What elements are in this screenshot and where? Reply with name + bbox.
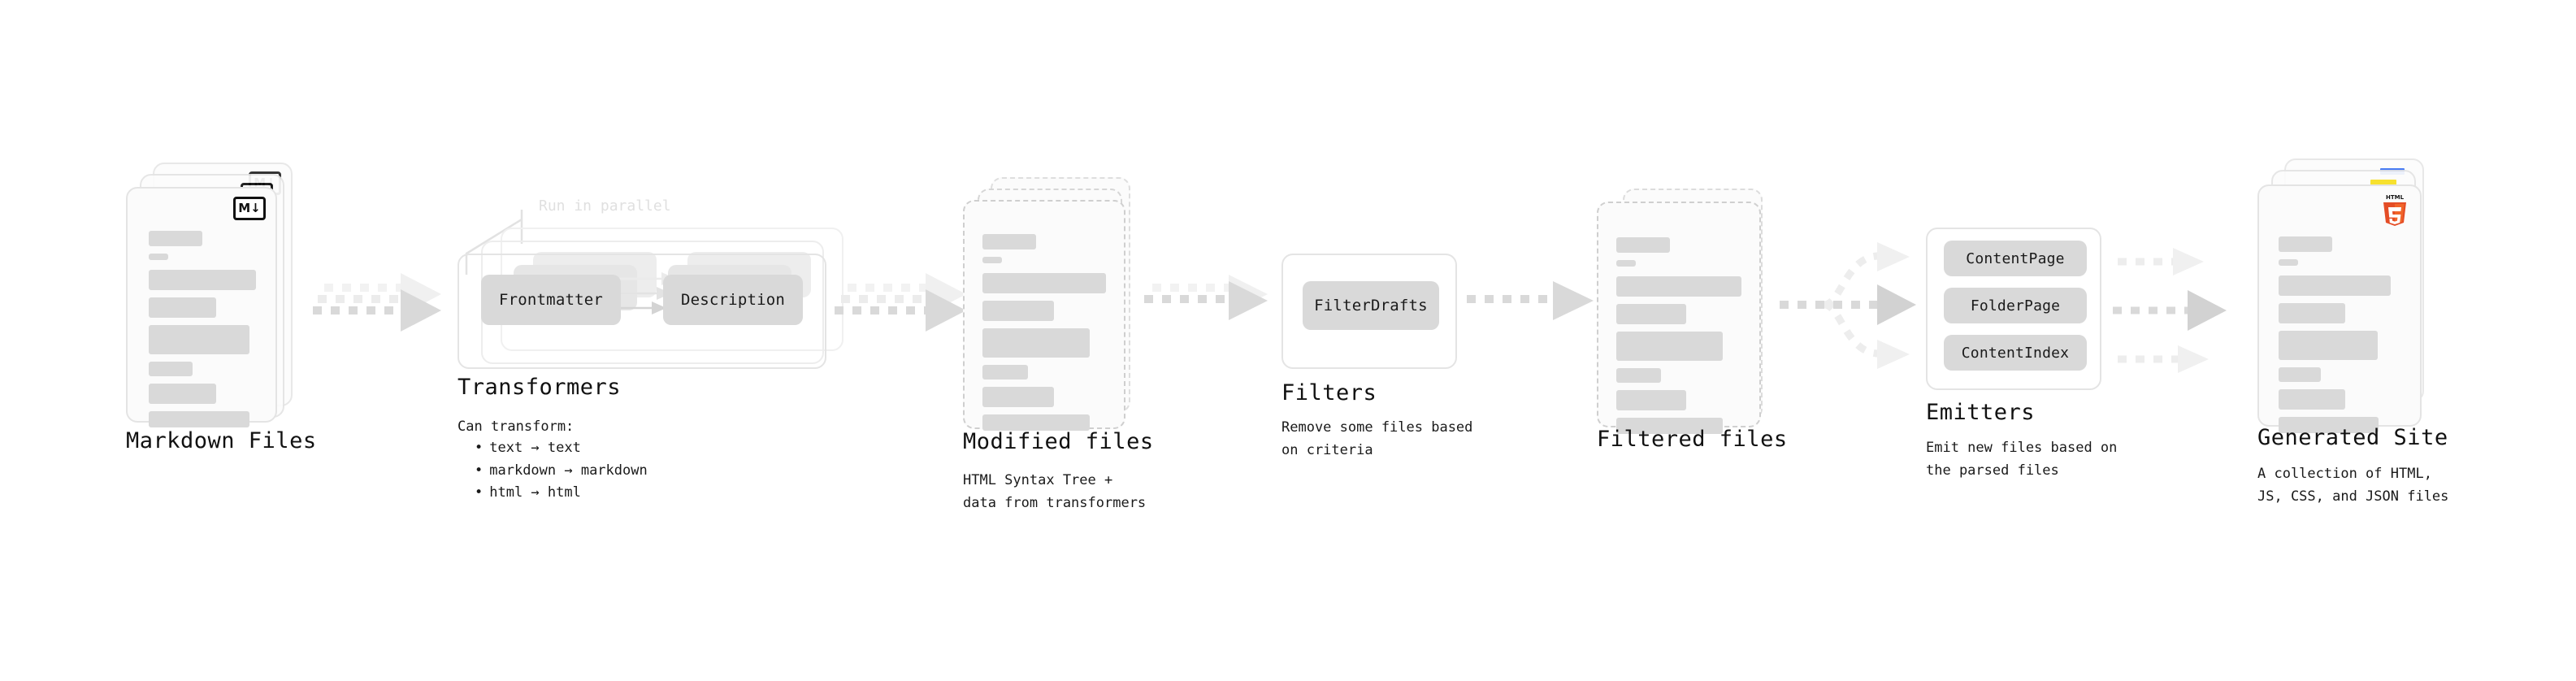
sheet-line [2279,275,2392,296]
sheet-line [149,270,256,290]
filtered-files-title: Filtered files [1597,427,1788,452]
sheet-line [2279,389,2346,410]
transformers-desc-heading: Can transform: [458,419,575,435]
sheet-line [2279,367,2321,382]
sheet-line [2279,417,2379,433]
transform-item: markdown → markdown [475,460,647,483]
sheet-line [149,325,250,354]
sheet-line [2279,236,2332,252]
generated-sheet-front: HTML [2257,184,2422,433]
transform-item: html → html [475,482,648,505]
sheet-line [1616,276,1741,297]
arrow-markdown-to-transformers [313,273,441,332]
sheet-line [2279,303,2346,323]
emitter-chip-contentpage[interactable]: ContentPage [1944,241,2087,276]
markdown-sheet-front: M↓ [126,187,277,427]
generated-site-title: Generated Site [2257,425,2448,450]
filters-title: Filters [1281,380,1377,406]
svg-text:HTML: HTML [2386,194,2405,201]
run-in-parallel-label: Run in parallel [539,197,671,215]
sheet-line [1616,418,1723,434]
sheet-line [1616,237,1670,253]
html5-icon: HTML [2381,193,2409,227]
filtered-files-stack [1597,189,1772,434]
sheet-line [1616,390,1687,410]
sheet-line [982,301,1055,321]
arrow-transformers-to-modified [835,273,966,332]
markdown-files-stack: M↓ M↓ M↓ [126,163,297,427]
transformers-desc-list: text → text markdown → markdown html → h… [463,437,648,505]
sheet-line [982,257,1002,263]
sheet-line [982,273,1106,293]
emitter-chip-contentindex[interactable]: ContentIndex [1944,335,2087,371]
emitters-title: Emitters [1926,400,2036,425]
sheet-line [149,384,217,404]
generated-site-desc: A collection of HTML, JS, CSS, and JSON … [2257,466,2449,505]
filtered-sheet-front [1597,202,1761,434]
markdown-files-title: Markdown Files [126,428,317,453]
modified-sheet-front [963,200,1125,431]
sheet-line [149,231,202,246]
emitters-group: ContentPage FolderPage ContentIndex [1926,228,2101,390]
generated-site-stack: HTML [2257,158,2436,433]
sheet-line [982,328,1091,358]
arrow-modified-to-filters [1144,275,1268,320]
transform-item: text → text [475,437,648,460]
sheet-line [1616,304,1687,324]
transformers-group: Frontmatter Description [458,254,826,369]
filters-group: FilterDrafts [1281,254,1457,369]
sheet-line [2279,259,2298,266]
sheet-line [1616,260,1636,267]
filters-desc: Remove some files based on criteria [1281,419,1473,458]
sheet-line [982,365,1029,380]
modified-files-desc: HTML Syntax Tree + data from transformer… [963,472,1147,511]
filter-chip-filterdrafts[interactable]: FilterDrafts [1303,281,1439,330]
markdown-badge-icon: M↓ [233,197,266,220]
transformer-chip-description[interactable]: Description [663,275,803,325]
emitters-desc: Emit new files based on the parsed files [1926,440,2118,479]
sheet-line [2279,331,2378,360]
transformers-title: Transformers [458,375,622,400]
sheet-line [982,234,1036,249]
sheet-line [1616,368,1662,383]
sheet-line [982,387,1055,407]
sheet-line [982,414,1091,431]
sheet-line [149,362,193,376]
arrow-emitters-to-generated [2113,248,2227,373]
emitter-chip-folderpage[interactable]: FolderPage [1944,288,2087,323]
sheet-line [149,254,168,260]
modified-files-title: Modified files [963,429,1154,454]
sheet-line [1616,332,1723,361]
modified-files-stack [963,177,1142,431]
sheet-line [149,297,217,318]
arrow-filters-to-filtered [1467,281,1594,320]
transformer-chip-frontmatter[interactable]: Frontmatter [481,275,621,325]
arrow-filtered-to-emitters [1780,242,1916,369]
sheet-line [149,411,250,427]
